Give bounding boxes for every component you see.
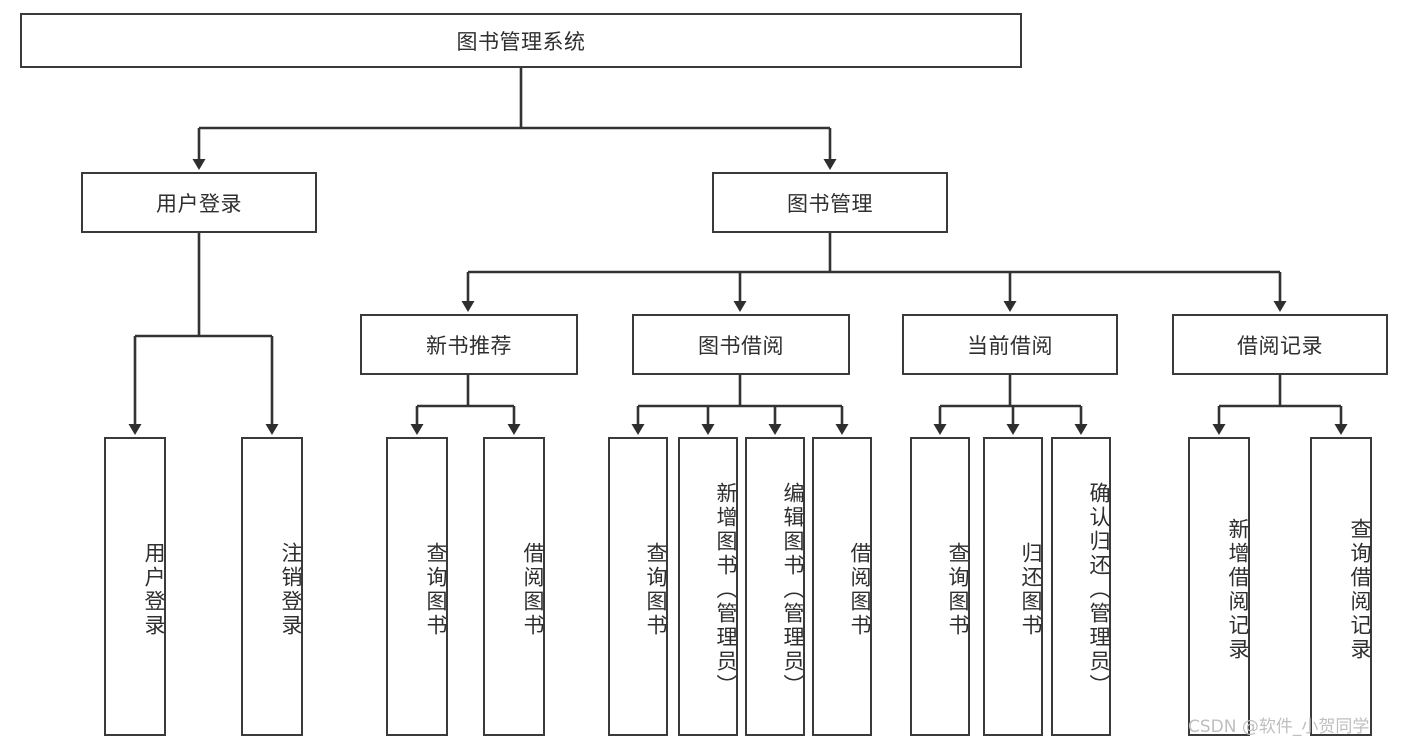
node-book-manage[interactable]: 图书管理 — [712, 172, 948, 233]
node-user-login-label: 用户登录 — [156, 191, 242, 216]
node-borrow-record[interactable]: 借阅记录 — [1172, 314, 1388, 375]
node-new-book-recommend-label: 新书推荐 — [426, 333, 512, 358]
node-borrow-record-label: 借阅记录 — [1237, 333, 1323, 358]
node-leaf-add-record-label: 新增借阅记录 — [1226, 517, 1250, 662]
node-leaf-borrow-book-1[interactable]: 借阅图书 — [483, 437, 545, 736]
node-leaf-borrow-book-1-label: 借阅图书 — [521, 541, 545, 638]
csdn-watermark: CSDN @软件_小贺同学 — [1188, 717, 1370, 737]
node-leaf-query-record[interactable]: 查询借阅记录 — [1310, 437, 1372, 736]
node-leaf-add-book-label: 新增图书（管理员） — [714, 481, 738, 698]
node-leaf-query-book-2-label: 查询图书 — [644, 541, 668, 638]
node-root[interactable]: 图书管理系统 — [20, 13, 1022, 68]
node-leaf-logout-login[interactable]: 注销登录 — [241, 437, 303, 736]
node-leaf-return-book-label: 归还图书 — [1019, 541, 1043, 638]
node-book-borrow[interactable]: 图书借阅 — [632, 314, 850, 375]
node-leaf-query-book-3[interactable]: 查询图书 — [910, 437, 970, 736]
node-leaf-edit-book[interactable]: 编辑图书（管理员） — [745, 437, 805, 736]
node-root-label: 图书管理系统 — [456, 29, 586, 54]
node-leaf-query-book-1[interactable]: 查询图书 — [386, 437, 448, 736]
node-leaf-edit-book-label: 编辑图书（管理员） — [781, 481, 805, 698]
node-book-manage-label: 图书管理 — [787, 191, 873, 216]
node-leaf-borrow-book-2-label: 借阅图书 — [848, 541, 872, 638]
node-book-borrow-label: 图书借阅 — [698, 333, 784, 358]
node-leaf-add-book[interactable]: 新增图书（管理员） — [678, 437, 738, 736]
node-user-login[interactable]: 用户登录 — [81, 172, 317, 233]
node-leaf-confirm-return-label: 确认归还（管理员） — [1087, 481, 1111, 698]
node-leaf-return-book[interactable]: 归还图书 — [983, 437, 1043, 736]
node-leaf-query-book-1-label: 查询图书 — [424, 541, 448, 638]
node-leaf-query-book-3-label: 查询图书 — [946, 541, 970, 638]
node-new-book-recommend[interactable]: 新书推荐 — [360, 314, 578, 375]
node-leaf-add-record[interactable]: 新增借阅记录 — [1188, 437, 1250, 736]
node-leaf-borrow-book-2[interactable]: 借阅图书 — [812, 437, 872, 736]
node-current-borrow[interactable]: 当前借阅 — [902, 314, 1118, 375]
node-leaf-user-login[interactable]: 用户登录 — [104, 437, 166, 736]
node-leaf-user-login-label: 用户登录 — [142, 541, 166, 638]
node-leaf-confirm-return[interactable]: 确认归还（管理员） — [1051, 437, 1111, 736]
node-leaf-query-book-2[interactable]: 查询图书 — [608, 437, 668, 736]
node-current-borrow-label: 当前借阅 — [967, 333, 1053, 358]
node-leaf-query-record-label: 查询借阅记录 — [1348, 517, 1372, 662]
node-leaf-logout-login-label: 注销登录 — [279, 541, 303, 638]
